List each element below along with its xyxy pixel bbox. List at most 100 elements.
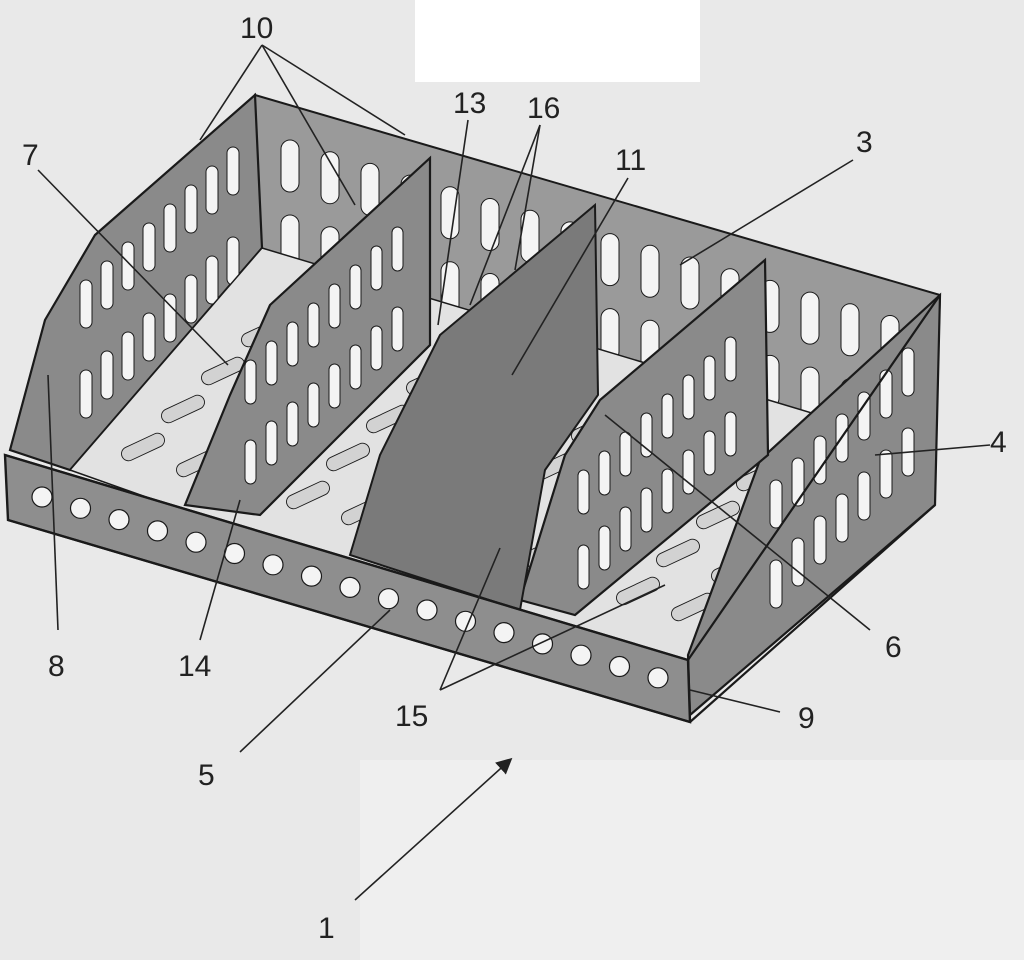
- label-10: 10: [240, 12, 273, 45]
- wall-slot: [142, 312, 156, 362]
- label-6: 6: [885, 631, 902, 664]
- front-hole: [108, 508, 130, 531]
- divider-slot: [370, 325, 383, 371]
- wall-slot: [79, 369, 93, 419]
- wall-slot: [600, 233, 620, 287]
- left-side-wall: [8, 92, 264, 472]
- divider-slot: [349, 344, 362, 390]
- divider-slot: [391, 226, 404, 272]
- divider-slot: [598, 450, 611, 496]
- wall-slot: [480, 198, 500, 251]
- floor-slot: [656, 538, 700, 568]
- wall-slot: [640, 244, 660, 298]
- divider-slot: [577, 544, 590, 590]
- wall-slot: [769, 559, 783, 609]
- wall-slot: [163, 203, 177, 253]
- label-15: 15: [395, 700, 428, 733]
- wall-slot: [79, 279, 93, 329]
- floor-slot: [121, 432, 165, 462]
- label-4: 4: [990, 426, 1007, 459]
- divider-slot: [724, 336, 737, 382]
- divider-slot: [286, 401, 299, 447]
- wall-slot: [791, 537, 805, 587]
- background-patch: [360, 760, 1024, 960]
- label-11: 11: [615, 144, 646, 177]
- divider-slot: [244, 359, 257, 405]
- front-hole: [416, 599, 438, 621]
- right-wall-slots: [769, 347, 915, 609]
- divider-slot: [307, 382, 320, 428]
- wall-slot: [121, 331, 135, 381]
- front-hole: [493, 621, 515, 644]
- wall-slot: [121, 241, 135, 291]
- wall-slot: [100, 350, 114, 400]
- front-hole: [146, 520, 169, 542]
- wall-slot: [800, 291, 820, 345]
- background-patch: [415, 0, 700, 82]
- wall-slot: [184, 274, 198, 324]
- floor-slot: [161, 394, 205, 424]
- divider-slot: [328, 283, 341, 329]
- divider-slot: [244, 439, 257, 485]
- label-13: 13: [453, 87, 486, 120]
- floor-slot: [616, 576, 660, 606]
- divider-slot: [640, 412, 653, 458]
- front-hole: [262, 554, 284, 576]
- divider-slot: [640, 487, 653, 533]
- label-7: 7: [22, 139, 39, 172]
- front-hole: [608, 655, 631, 678]
- wall-slot: [857, 471, 871, 521]
- front-hole: [185, 531, 207, 553]
- wall-slot: [163, 293, 177, 343]
- wall-slot: [205, 255, 219, 305]
- wall-slot: [100, 260, 114, 310]
- label-8: 8: [48, 650, 65, 683]
- divider-slot: [619, 431, 632, 477]
- divider-slot: [391, 306, 404, 352]
- divider-slot: [682, 374, 695, 420]
- front-hole: [300, 565, 323, 587]
- front-hole: [69, 497, 92, 519]
- leader-lines: [37, 44, 991, 901]
- front-hole: [647, 667, 669, 689]
- left-wall-slots: [79, 146, 240, 419]
- front-hole: [339, 576, 361, 599]
- divider-slot: [349, 264, 362, 310]
- front-hole: [531, 633, 554, 655]
- wall-slot: [769, 479, 783, 529]
- front-hole: [31, 486, 53, 508]
- wall-slot: [857, 391, 871, 441]
- wall-slot: [205, 165, 219, 215]
- front-wall-holes: [31, 486, 669, 689]
- wall-slot: [791, 457, 805, 507]
- front-hole: [570, 644, 592, 666]
- solid-divider: [348, 202, 600, 612]
- front-hole: [377, 588, 400, 610]
- divider-slot: [598, 525, 611, 571]
- wall-slot: [320, 151, 340, 205]
- label-3: 3: [856, 126, 873, 159]
- wall-slot: [879, 449, 893, 499]
- label-16: 16: [527, 92, 560, 125]
- divider-slot: [661, 468, 674, 514]
- wall-slot: [901, 347, 915, 397]
- divider-slot: [724, 411, 737, 457]
- floor-slot: [326, 442, 370, 472]
- divider-slot: [577, 469, 590, 515]
- front-wall: [3, 294, 941, 724]
- wall-slot: [835, 493, 849, 543]
- divider-slot: [370, 245, 383, 291]
- divider-slot: [286, 321, 299, 367]
- divider-slot: [328, 363, 341, 409]
- wall-slot: [184, 184, 198, 234]
- divider-slot: [703, 355, 716, 401]
- wall-slot: [813, 515, 827, 565]
- wall-slot: [879, 369, 893, 419]
- divider-slot: [661, 393, 674, 439]
- label-9: 9: [798, 702, 815, 735]
- wall-slot: [226, 146, 240, 196]
- divider-slot: [703, 430, 716, 476]
- wall-slot: [840, 303, 860, 357]
- label-14: 14: [178, 650, 211, 683]
